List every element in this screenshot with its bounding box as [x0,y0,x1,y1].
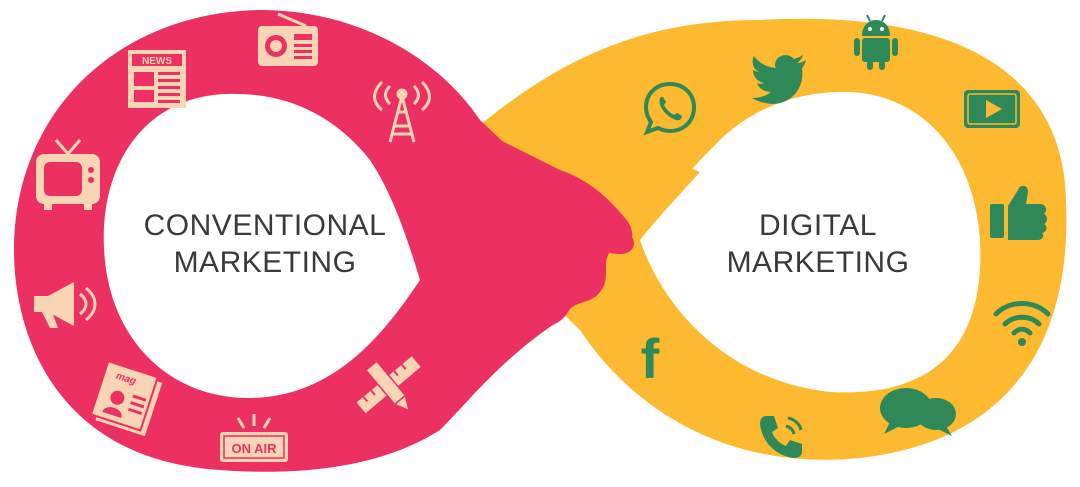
wifi-icon [993,301,1051,346]
newspaper-icon-text: NEWS [142,56,172,67]
conventional-label-line2: MARKETING [174,246,357,279]
digital-label-line2: MARKETING [727,246,910,279]
radio-tower-icon [373,80,431,143]
handshake-thumb [530,200,634,255]
digital-label: DIGITAL MARKETING [727,209,910,279]
tv-icon [36,139,100,210]
conventional-arm [380,125,633,328]
conventional-loop-band [14,10,580,472]
chat-bubbles-icon [880,388,956,436]
conventional-label-line1: CONVENTIONAL [144,209,387,242]
thumbs-up-icon [990,185,1047,240]
radio-icon [258,12,318,66]
digital-label-line1: DIGITAL [759,209,877,242]
newspaper-icon: NEWS [128,50,186,108]
on-air-icon-text: ON AIR [231,441,277,456]
pencil-ruler-icon [356,354,421,414]
phone-icon [760,416,803,458]
magazine-icon: mag [89,359,163,437]
facebook-icon-text: f [641,327,660,390]
conventional-label: CONVENTIONAL MARKETING [144,209,387,279]
twitter-icon [752,55,806,104]
conventional-loop [14,10,633,472]
facebook-icon: f [641,327,660,390]
android-icon [854,14,898,70]
youtube-icon [964,90,1020,128]
on-air-icon: ON AIR [220,414,288,462]
digital-loop-band [460,18,1067,460]
whatsapp-icon [643,81,697,136]
megaphone-icon [34,282,97,328]
